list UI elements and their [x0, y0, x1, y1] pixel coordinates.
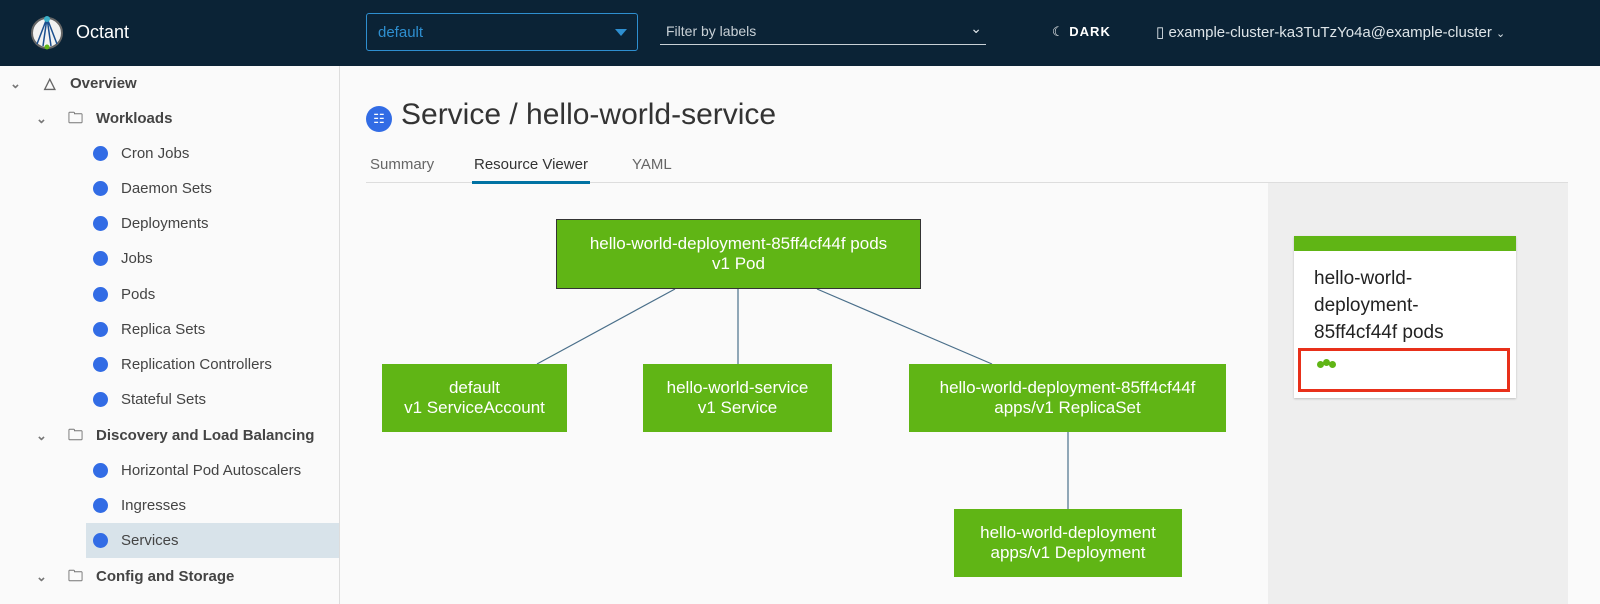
sidebar-label: Pods: [121, 286, 156, 303]
overview-icon: △: [44, 75, 56, 92]
sidebar-item-replica-sets[interactable]: Replica Sets: [86, 312, 339, 347]
sidebar-item-jobs[interactable]: Jobs: [86, 241, 339, 276]
node-name: hello-world-deployment: [980, 523, 1156, 542]
node-kind: v1 Pod: [712, 254, 765, 273]
sidebar-label: Config and Storage: [96, 568, 235, 585]
sidebar-section-discovery[interactable]: ⌄ 🗀 Discovery and Load Balancing: [36, 418, 336, 453]
sidebar-nav: ⌄ △ Overview ⌄ 🗀 Workloads Cron Jobs Daemon …: [0, 66, 340, 604]
chevron-down-icon: ⌄: [1496, 28, 1506, 40]
node-kind: apps/v1 ReplicaSet: [994, 398, 1141, 417]
chevron-down-icon[interactable]: ⌄: [10, 76, 21, 91]
job-icon: [93, 251, 108, 266]
sidebar-item-pods[interactable]: Pods: [86, 277, 339, 312]
sidebar-item-overview[interactable]: ⌄ △ Overview: [10, 66, 330, 101]
page-title: Service / hello-world-service: [401, 98, 777, 131]
node-name: hello-world-deployment-85ff4cf44f pods: [589, 234, 888, 253]
chevron-down-icon[interactable]: ⌄: [36, 569, 47, 584]
cluster-context-dropdown[interactable]: ▯ example-cluster-ka3TuTzYo4a@example-cl…: [1156, 23, 1505, 41]
building-icon: ▯: [1156, 24, 1165, 41]
namespace-select[interactable]: default: [366, 13, 638, 51]
filter-placeholder: Filter by labels: [666, 23, 757, 39]
edge-pod-replicaset: [816, 288, 993, 365]
tab-summary[interactable]: Summary: [370, 156, 435, 173]
sidebar-label: Overview: [70, 75, 137, 92]
sidebar-item-ingresses[interactable]: Ingresses: [86, 488, 339, 523]
sidebar-label: Ingresses: [121, 497, 187, 514]
sidebar-label: Horizontal Pod Autoscalers: [121, 462, 302, 479]
node-name: default: [448, 378, 501, 397]
folder-icon: 🗀: [68, 427, 84, 444]
ingress-icon: [93, 498, 108, 513]
node-kind: v1 Service: [697, 398, 778, 417]
sidebar-section-workloads[interactable]: ⌄ 🗀 Workloads: [36, 101, 336, 136]
sidebar-label: Stateful Sets: [121, 391, 207, 408]
octant-logo-icon: [31, 16, 63, 50]
pod-status-dot[interactable]: [1317, 361, 1324, 368]
service-icon: [93, 533, 108, 548]
namespace-value: default: [378, 24, 424, 41]
sidebar-item-replication-controllers[interactable]: Replication Controllers: [86, 347, 339, 382]
pod-icon: [93, 287, 108, 302]
label-filter-input[interactable]: Filter by labels ⌄: [660, 18, 986, 45]
sidebar-item-deployments[interactable]: Deployments: [86, 206, 339, 241]
node-kind: apps/v1 Deployment: [990, 543, 1146, 562]
top-bar: Octant default Filter by labels⌄ ☾ DARK …: [0, 0, 1600, 66]
sidebar-label: Services: [121, 532, 179, 549]
edge-pod-serviceaccount: [536, 288, 676, 365]
sidebar-label: Discovery and Load Balancing: [96, 427, 315, 444]
sidebar-item-hpa[interactable]: Horizontal Pod Autoscalers: [86, 453, 339, 488]
folder-icon: 🗀: [68, 568, 84, 585]
replicaset-icon: [93, 322, 108, 337]
card-title: hello-world-deployment-85ff4cf44f pods: [1314, 268, 1444, 343]
pod-status-area[interactable]: [1298, 348, 1510, 392]
sidebar-label: Replication Controllers: [121, 356, 272, 373]
sidebar-label: Jobs: [121, 250, 153, 267]
replicationcontroller-icon: [93, 357, 108, 372]
app-title: Octant: [76, 22, 130, 42]
sidebar-item-cron-jobs[interactable]: Cron Jobs: [86, 136, 339, 171]
sidebar-item-services[interactable]: Services: [86, 523, 339, 558]
sidebar-label: Replica Sets: [121, 321, 206, 338]
daemonset-icon: [93, 181, 108, 196]
sidebar-label: Deployments: [121, 215, 209, 232]
pod-status-dot[interactable]: [1329, 361, 1336, 368]
cronjob-icon: [93, 146, 108, 161]
cluster-name: example-cluster-ka3TuTzYo4a@example-clus…: [1168, 24, 1492, 41]
theme-toggle-label: DARK: [1069, 24, 1111, 39]
moon-icon: ☾: [1052, 24, 1065, 39]
tab-bar: Summary Resource Viewer YAML: [366, 150, 1568, 184]
sidebar-label: Workloads: [96, 110, 173, 127]
folder-icon: 🗀: [68, 110, 84, 127]
pod-status-dot[interactable]: [1323, 359, 1330, 366]
chevron-down-icon[interactable]: ⌄: [36, 428, 47, 443]
deployment-icon: [93, 216, 108, 231]
sidebar-label: Daemon Sets: [121, 180, 212, 197]
sidebar-item-daemon-sets[interactable]: Daemon Sets: [86, 171, 339, 206]
node-name: hello-world-service: [666, 378, 809, 397]
theme-toggle-button[interactable]: ☾ DARK: [1052, 24, 1111, 40]
sidebar-item-stateful-sets[interactable]: Stateful Sets: [86, 382, 339, 417]
status-bar: [1294, 236, 1516, 251]
graph-edges: [536, 288, 1069, 509]
node-name: hello-world-deployment-85ff4cf44f: [939, 378, 1196, 397]
sidebar-section-config-storage[interactable]: ⌄ 🗀 Config and Storage: [36, 559, 336, 594]
caret-down-icon: [615, 29, 627, 36]
chevron-down-icon: ⌄: [970, 20, 982, 36]
tab-resource-viewer[interactable]: Resource Viewer: [472, 156, 590, 184]
sidebar-label: Cron Jobs: [121, 145, 190, 162]
tab-yaml[interactable]: YAML: [632, 156, 672, 173]
resource-detail-card: hello-world-deployment-85ff4cf44f pods: [1294, 236, 1516, 398]
service-icon: ☷: [366, 106, 392, 132]
chevron-down-icon[interactable]: ⌄: [36, 111, 47, 126]
statefulset-icon: [93, 392, 108, 407]
hpa-icon: [93, 463, 108, 478]
node-kind: v1 ServiceAccount: [404, 398, 545, 417]
